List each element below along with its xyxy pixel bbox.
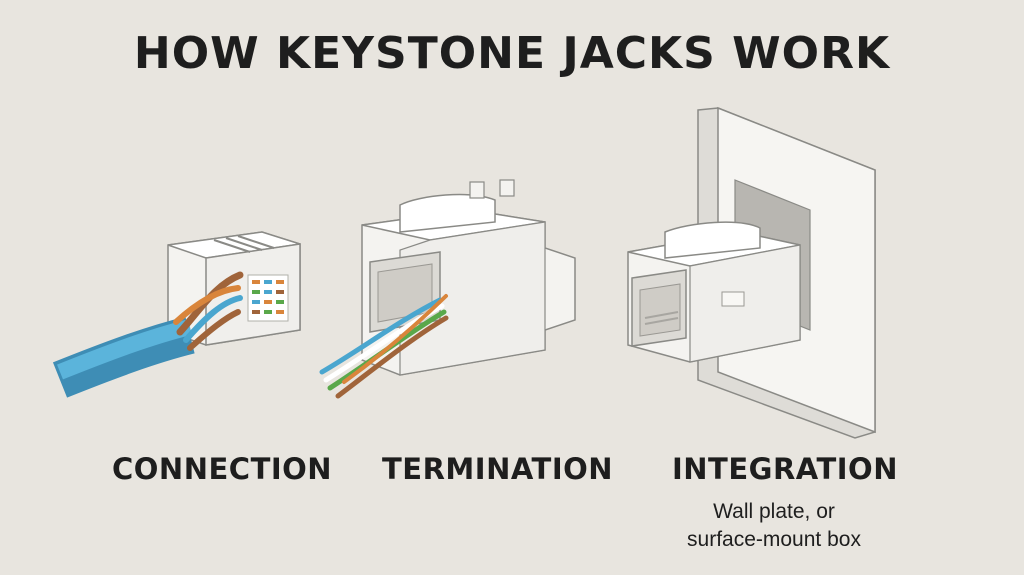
integration-note-line2: surface-mount box bbox=[687, 528, 861, 551]
step-label-termination: TERMINATION bbox=[382, 452, 614, 486]
keystone-jack-in-wall-plate-icon bbox=[627, 106, 876, 439]
step-label-connection: CONNECTION bbox=[112, 452, 333, 486]
step-label-integration: INTEGRATION bbox=[672, 452, 898, 486]
page-title: HOW KEYSTONE JACKS WORK bbox=[133, 28, 891, 79]
integration-note-line1: Wall plate, or bbox=[713, 500, 835, 523]
keystone-jack-with-cable-icon bbox=[52, 231, 301, 398]
keystone-jack-terminated-icon bbox=[319, 179, 576, 399]
